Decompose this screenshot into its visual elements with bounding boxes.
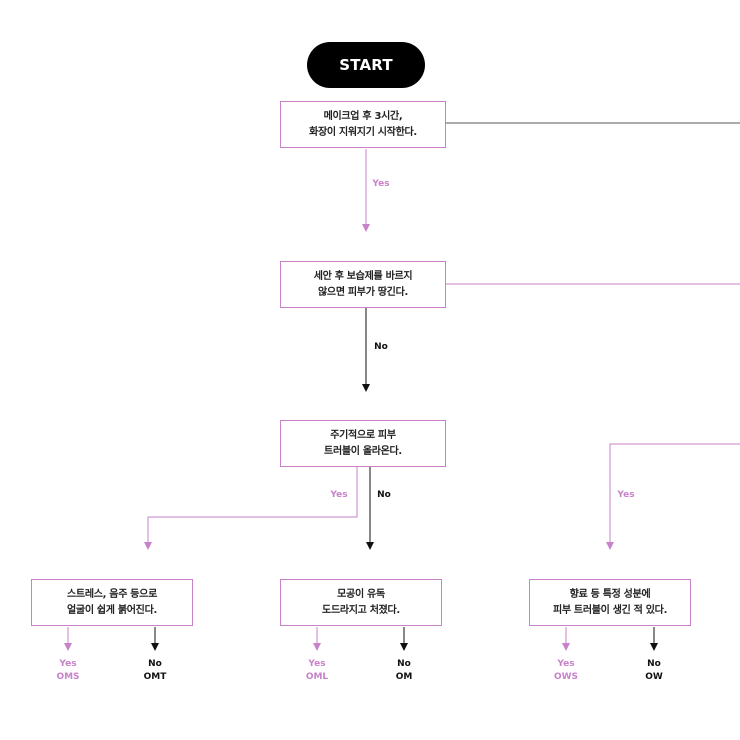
- question-text-line: 않으면 피부가 땅긴다.: [318, 286, 408, 298]
- result-code: OWS: [553, 672, 579, 682]
- result-ows: Yes OWS: [554, 658, 578, 684]
- no-label: No: [377, 490, 391, 500]
- question-text-line: 도드라지고 처졌다.: [322, 604, 400, 616]
- question-box-trouble: 주기적으로 피부 트러블이 올라온다.: [280, 420, 446, 467]
- question-text-line: 향료 등 특정 성분에: [569, 588, 651, 600]
- question-box-moisturizer: 세안 후 보습제를 바르지 않으면 피부가 땅긴다.: [280, 261, 446, 308]
- result-answer: No: [397, 659, 411, 669]
- question-text-line: 세안 후 보습제를 바르지: [313, 270, 413, 282]
- result-answer: No: [647, 659, 661, 669]
- q6-entry-arrow: [606, 443, 740, 550]
- question-box-fragrance: 향료 등 특정 성분에 피부 트러블이 생긴 적 있다.: [529, 579, 691, 626]
- question-text-line: 스트레스, 음주 등으로: [67, 588, 157, 600]
- yes-label: Yes: [617, 490, 635, 500]
- result-answer: Yes: [59, 659, 77, 669]
- result-code: OW: [645, 672, 663, 682]
- result-code: OM: [395, 672, 413, 682]
- result-code: OML: [305, 672, 329, 682]
- question-box-redness: 스트레스, 음주 등으로 얼굴이 쉽게 붉어진다.: [31, 579, 193, 626]
- result-omt: No OMT: [144, 658, 167, 684]
- result-answer: No: [148, 659, 162, 669]
- result-om: No OM: [396, 658, 413, 684]
- result-ow: No OW: [645, 658, 663, 684]
- result-oms: Yes OMS: [56, 658, 79, 684]
- q3-yes-arrow: [144, 467, 358, 550]
- question-text-line: 트러블이 올라온다.: [324, 445, 402, 457]
- question-box-makeup: 메이크업 후 3시간, 화장이 지워지기 시작한다.: [280, 101, 446, 148]
- question-text-line: 피부 트러블이 생긴 적 있다.: [552, 604, 668, 616]
- question-text-line: 얼굴이 쉽게 붉어진다.: [67, 604, 157, 616]
- result-answer: Yes: [308, 659, 326, 669]
- question-box-pores: 모공이 유독 도드라지고 처졌다.: [280, 579, 442, 626]
- start-node: START: [307, 42, 425, 88]
- yes-label: Yes: [372, 179, 390, 189]
- result-code: OMT: [143, 672, 167, 682]
- yes-label: Yes: [330, 490, 348, 500]
- result-oml: Yes OML: [306, 658, 328, 684]
- question-text-line: 주기적으로 피부: [330, 429, 396, 441]
- question-text-line: 메이크업 후 3시간,: [323, 110, 403, 122]
- result-answer: Yes: [557, 659, 575, 669]
- no-label: No: [374, 342, 388, 352]
- question-text-line: 모공이 유독: [337, 588, 385, 600]
- result-code: OMS: [56, 672, 80, 682]
- question-text-line: 화장이 지워지기 시작한다.: [309, 126, 417, 138]
